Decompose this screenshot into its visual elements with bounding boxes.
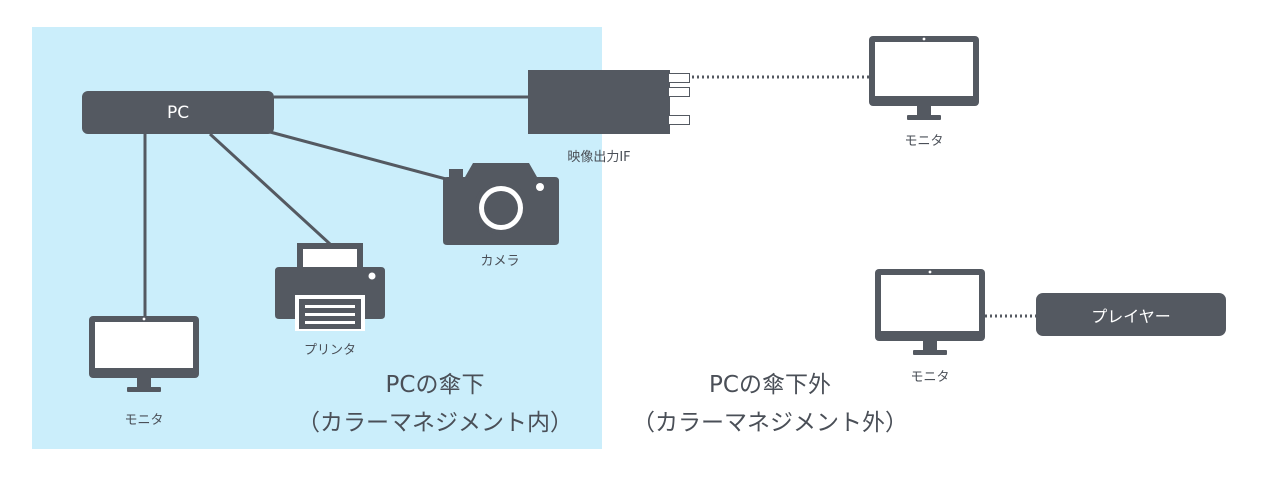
- inside-zone-title: PCの傘下: [385, 372, 485, 398]
- output-port: [668, 87, 690, 97]
- output-port: [668, 73, 690, 83]
- monitor-icon: [89, 316, 199, 392]
- printer-label: プリンタ: [303, 343, 356, 358]
- camera-icon: [443, 163, 559, 245]
- outside-zone-subtitle: （カラーマネジメント外）: [632, 410, 908, 436]
- monitor-label: モニタ: [910, 370, 950, 385]
- printer-icon: [275, 243, 385, 331]
- video-output-if-label: 映像出力IF: [567, 150, 631, 165]
- player-node: プレイヤー: [1036, 293, 1226, 336]
- video-output-if-node: [528, 70, 670, 134]
- monitor-icon: [875, 269, 985, 355]
- monitor-icon: [869, 36, 979, 120]
- monitor-label: モニタ: [124, 413, 164, 428]
- inside-zone-subtitle: （カラーマネジメント内）: [297, 410, 573, 436]
- outside-zone-title: PCの傘下外: [709, 372, 831, 398]
- player-label: プレイヤー: [1091, 306, 1171, 326]
- pc-label: PC: [166, 102, 190, 123]
- monitor-label: モニタ: [904, 134, 944, 149]
- edge-pc-printer: [208, 132, 332, 246]
- edge-pc-camera: [269, 130, 447, 181]
- output-port: [668, 115, 690, 125]
- camera-label: カメラ: [480, 254, 520, 269]
- pc-node: PC: [82, 91, 274, 134]
